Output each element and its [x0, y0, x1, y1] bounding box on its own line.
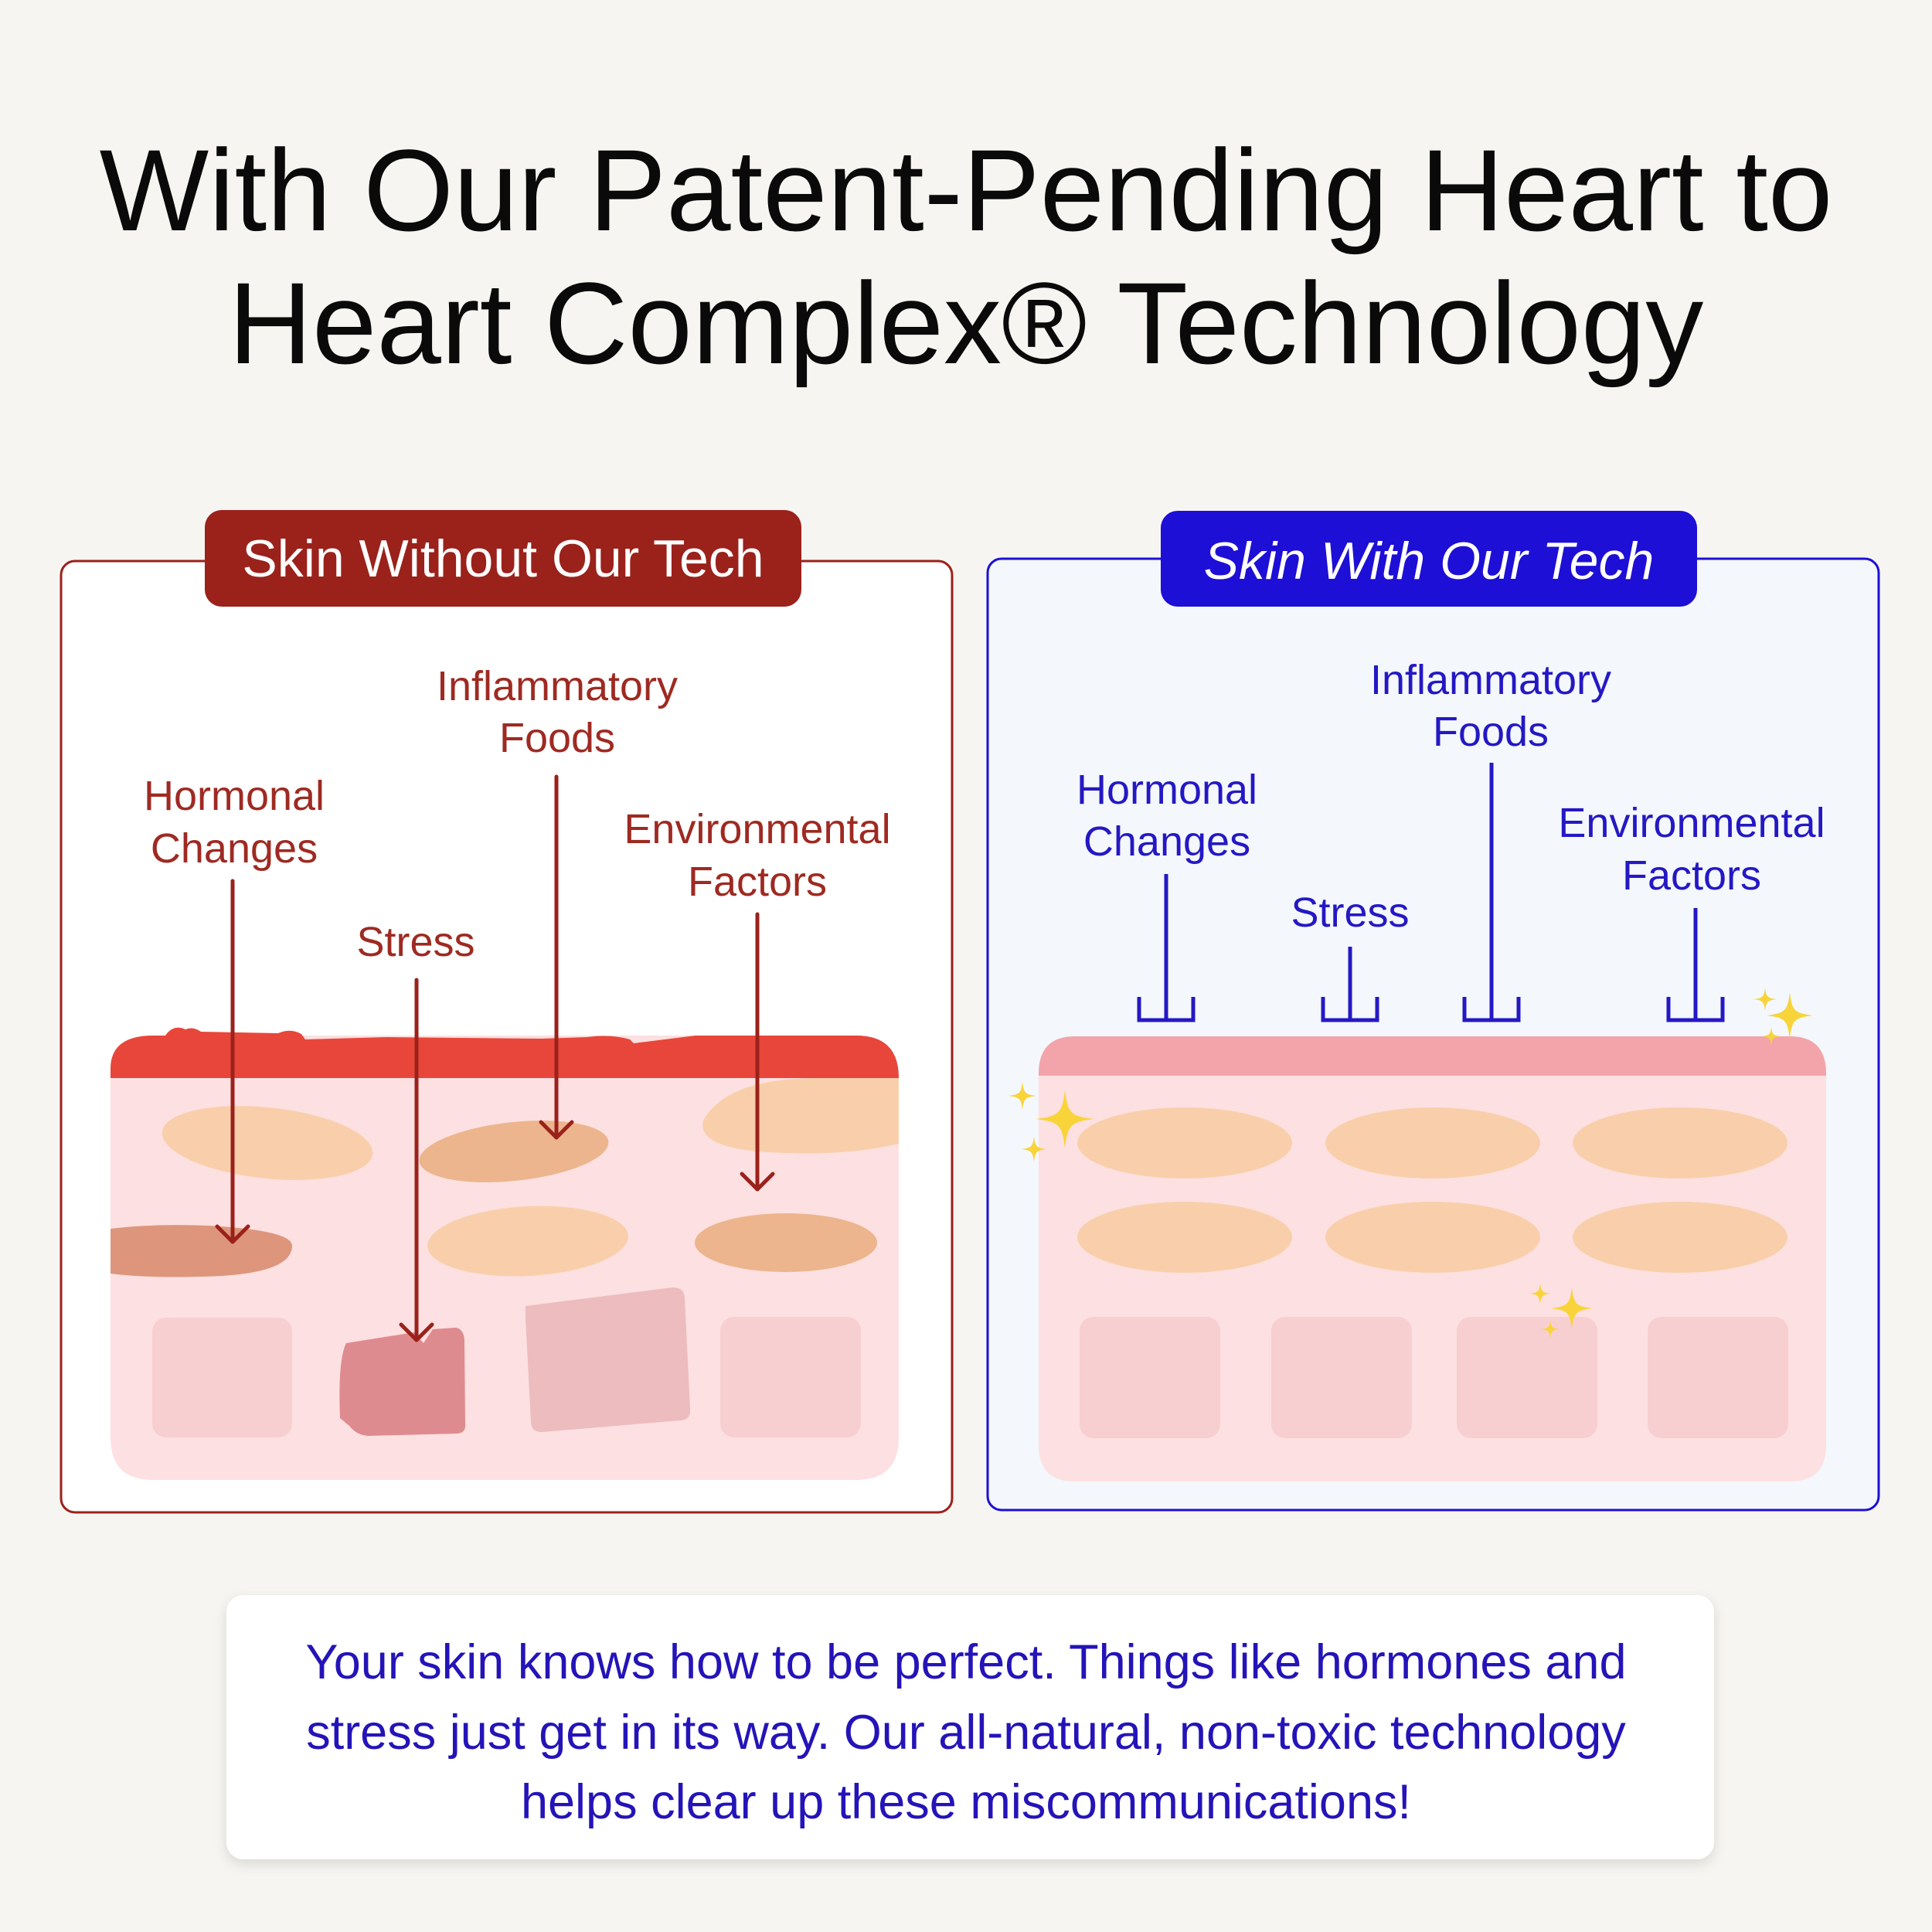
caption-line-1: Your skin knows how to be perfect. Thing…	[306, 1635, 1627, 1689]
cell-3	[702, 1078, 899, 1154]
label-hormonal-line-2: Changes	[151, 825, 318, 872]
cell-2	[1325, 1107, 1540, 1179]
cell-5	[1325, 1202, 1540, 1273]
arrow-hormonal	[215, 879, 250, 1244]
label-inflammatory-line-1: Inflammatory	[1370, 657, 1611, 703]
cell-4	[1077, 1202, 1292, 1273]
label-environmental-line-2: Factors	[1622, 852, 1761, 899]
cell-6	[695, 1213, 877, 1272]
label-environmental-line-1: Environmental	[624, 806, 890, 852]
badge-without-label: Skin Without Our Tech	[242, 529, 764, 588]
cell-1	[1077, 1107, 1292, 1179]
irritated-top-layer	[111, 1027, 899, 1078]
label-inflammatory-line-1: Inflammatory	[437, 663, 678, 709]
block-4	[1648, 1317, 1788, 1438]
block-1	[1080, 1317, 1220, 1438]
blocker-stress	[1321, 947, 1379, 1022]
label-environmental-line-1: Environmental	[1558, 800, 1825, 846]
healthy-top-layer	[1039, 1036, 1826, 1076]
caption-card: Your skin knows how to be perfect. Thing…	[226, 1595, 1714, 1859]
cell-4	[111, 1225, 292, 1277]
headline-line-2: Heart Complex® Technology	[229, 258, 1704, 388]
cell-5	[427, 1206, 628, 1277]
block-4	[720, 1317, 861, 1437]
badge-with	[1161, 511, 1697, 607]
caption-card-background	[226, 1595, 1714, 1859]
headline-line-1: With Our Patent-Pending Heart to	[100, 125, 1833, 255]
block-3-tilted	[526, 1287, 691, 1433]
label-hormonal-line-1: Hormonal	[1077, 767, 1257, 813]
panel-without-tech: Skin Without Our Tech Hormonal Changes S…	[60, 510, 954, 1514]
healthy-skin-illustration	[1039, 1036, 1826, 1481]
block-2-damaged	[339, 1328, 465, 1436]
cell-6	[1573, 1202, 1787, 1273]
label-stress: Stress	[1291, 889, 1409, 936]
arrow-environmental	[740, 912, 775, 1192]
block-2	[1271, 1317, 1412, 1438]
label-hormonal-line-2: Changes	[1083, 818, 1250, 865]
blocker-hormonal	[1137, 874, 1196, 1022]
cell-3	[1573, 1107, 1787, 1179]
caption-line-2: stress just get in its way. Our all-natu…	[306, 1706, 1626, 1760]
label-stress: Stress	[356, 919, 474, 965]
badge-with-label: Skin With Our Tech	[1204, 532, 1655, 590]
arrow-inflammatory	[539, 774, 574, 1140]
cell-2	[419, 1121, 609, 1182]
label-inflammatory-line-2: Foods	[499, 715, 615, 761]
block-3	[1457, 1317, 1597, 1438]
irritated-skin-illustration	[111, 1027, 899, 1480]
label-hormonal-line-1: Hormonal	[144, 773, 325, 819]
blocker-inflammatory	[1462, 763, 1521, 1022]
arrow-stress	[399, 978, 434, 1342]
caption-line-3: helps clear up these miscommunications!	[521, 1775, 1411, 1829]
blocker-environmental	[1666, 908, 1725, 1022]
cell-1	[162, 1106, 373, 1180]
panel-with-tech: Skin With Our Tech Hormonal Changes Stre…	[986, 511, 1880, 1512]
label-inflammatory-line-2: Foods	[1433, 709, 1549, 755]
label-environmental-line-2: Factors	[688, 859, 827, 905]
block-1	[152, 1318, 292, 1437]
badge-without	[205, 510, 801, 607]
